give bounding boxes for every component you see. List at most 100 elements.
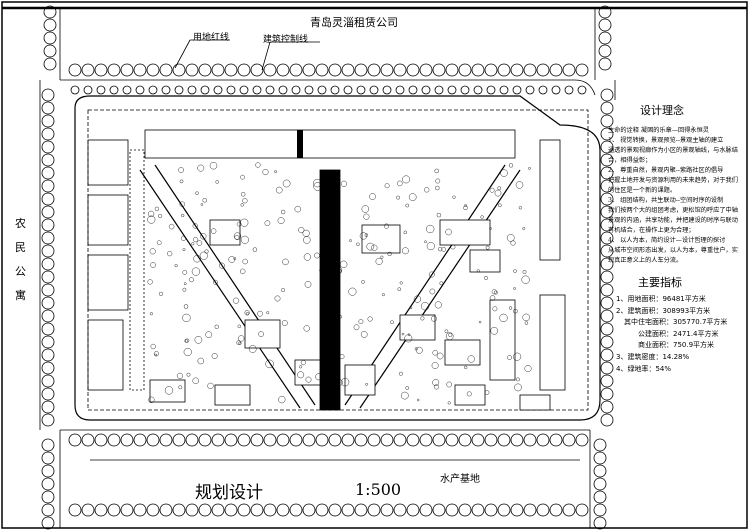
- shrub-mark: [364, 233, 369, 237]
- tree-icon: [600, 348, 614, 362]
- tree-icon: [341, 433, 355, 447]
- tree-icon: [549, 63, 563, 77]
- shrub-mark: [252, 247, 258, 252]
- shrub-mark: [435, 185, 440, 191]
- tree-icon: [447, 85, 457, 95]
- shrub-mark: [435, 178, 441, 184]
- tree-icon: [172, 503, 186, 517]
- tree-icon: [224, 503, 238, 517]
- shrub-mark: [186, 372, 191, 377]
- shrub-mark: [182, 248, 186, 252]
- concept-line: 景观的内涵，共享功能，并把建设的时序与联动: [608, 217, 738, 224]
- tree-icon: [239, 85, 249, 95]
- shrub-mark: [262, 169, 269, 176]
- tree-icon: [473, 85, 483, 95]
- label-leaders: [174, 39, 320, 71]
- tree-icon: [41, 361, 55, 375]
- tree-icon: [432, 63, 446, 77]
- tree-icon: [525, 85, 535, 95]
- shrub-mark: [361, 205, 369, 213]
- tree-icon: [211, 503, 225, 517]
- shrub-mark: [181, 213, 185, 218]
- shrub-mark: [197, 164, 205, 172]
- shrub-mark: [397, 287, 402, 292]
- shrub-mark: [183, 348, 192, 357]
- tree-icon: [562, 433, 576, 447]
- neighbor-label: 水产基地: [440, 474, 480, 485]
- shrub-mark: [429, 288, 436, 295]
- tree-icon: [432, 433, 446, 447]
- shrub-mark: [325, 290, 333, 297]
- shrub-mark: [297, 371, 305, 379]
- tree-icon: [551, 85, 561, 95]
- shrub-mark: [209, 161, 218, 170]
- tree-icon: [43, 18, 57, 32]
- shrub-mark: [240, 235, 249, 244]
- tree-icon: [382, 85, 392, 95]
- shrub-mark: [233, 257, 237, 260]
- tree-icon: [94, 433, 108, 447]
- tree-icon: [600, 283, 614, 297]
- tree-icon: [107, 433, 121, 447]
- tree-icon: [198, 503, 212, 517]
- indicator-commercial-area: 商业面积：750.9平方米: [638, 341, 715, 350]
- shrub-mark: [491, 289, 497, 295]
- tree-icon: [600, 231, 614, 245]
- shrub-mark: [336, 263, 341, 268]
- tree-icon: [41, 179, 55, 193]
- tree-icon: [593, 503, 607, 517]
- tree-icon: [499, 85, 509, 95]
- shrub-mark: [158, 291, 163, 296]
- tree-icon: [237, 433, 251, 447]
- tree-icon: [263, 503, 277, 517]
- tree-icon: [68, 503, 82, 517]
- tree-icon: [122, 85, 132, 95]
- tree-icon: [224, 63, 238, 77]
- shrub-mark: [338, 315, 343, 319]
- shrub-mark: [168, 223, 175, 230]
- shrub-mark: [214, 324, 219, 329]
- tree-icon: [575, 503, 589, 517]
- shrub-mark: [522, 270, 527, 274]
- tree-icon: [41, 283, 55, 297]
- tree-icon: [395, 85, 405, 95]
- tree-icon: [369, 85, 379, 95]
- shrub-mark: [303, 236, 311, 244]
- shrub-mark: [258, 331, 264, 337]
- indicator-public-area: 公建面积：2471.4平方米: [638, 329, 719, 338]
- shrub-mark: [489, 227, 492, 230]
- shrub-mark: [149, 248, 156, 255]
- shrub-mark: [513, 287, 516, 290]
- tree-icon: [41, 451, 55, 465]
- tree-icon: [328, 63, 342, 77]
- tree-icon: [94, 63, 108, 77]
- shrub-mark: [408, 193, 417, 201]
- tree-icon: [432, 503, 446, 517]
- shrub-mark: [508, 163, 514, 168]
- tree-icon: [302, 433, 316, 447]
- tree-icon: [211, 433, 225, 447]
- shrub-mark: [397, 180, 403, 187]
- label-char: 民: [15, 241, 26, 254]
- tree-icon: [185, 433, 199, 447]
- shrub-mark: [192, 377, 199, 384]
- shrub-mark: [199, 251, 208, 260]
- shrub-mark: [147, 279, 153, 285]
- tree-icon: [598, 44, 612, 58]
- tree-icon: [41, 205, 55, 219]
- tree-icon: [536, 433, 550, 447]
- shrub-mark: [518, 206, 522, 210]
- tree-icon: [41, 413, 55, 427]
- shrub-mark: [492, 306, 498, 312]
- tree-icon: [289, 433, 303, 447]
- tree-icon: [600, 361, 614, 375]
- shrub-mark: [513, 352, 522, 361]
- shrub-mark: [438, 247, 443, 252]
- shrub-mark: [178, 385, 183, 390]
- shrub-mark: [194, 335, 203, 344]
- shrub-mark: [264, 220, 271, 226]
- tree-icon: [354, 433, 368, 447]
- tree-icon: [484, 433, 498, 447]
- tree-icon: [600, 244, 614, 258]
